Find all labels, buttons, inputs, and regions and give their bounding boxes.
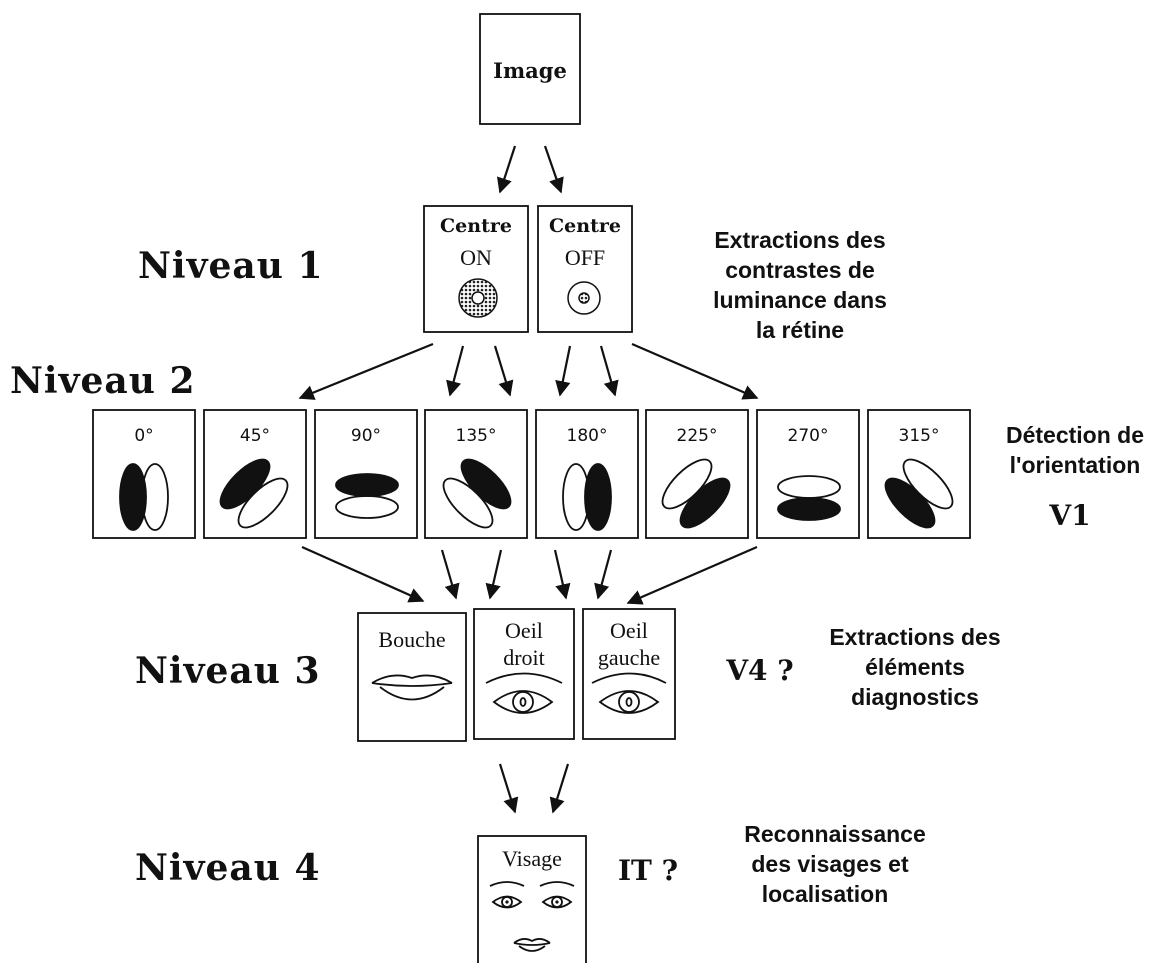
orientation-cell-315: 315° bbox=[867, 409, 971, 539]
center-on-line2: ON bbox=[460, 245, 492, 270]
level-3-desc-line-1: Extractions des bbox=[829, 624, 1000, 650]
orientation-label-180: 180° bbox=[567, 426, 608, 446]
level-2-desc-line-2: l'orientation bbox=[1010, 452, 1141, 478]
orientation-225-dark-lobe bbox=[679, 477, 731, 529]
orientation-cell-45: 45° bbox=[203, 409, 307, 539]
off-center-receptive-field-icon bbox=[567, 281, 601, 315]
orientation-cell-225: 225° bbox=[645, 409, 749, 539]
orientation-90-light-lobe bbox=[335, 495, 399, 519]
orientation-label-225: 225° bbox=[677, 426, 718, 446]
orientation-270-dark-lobe bbox=[777, 497, 841, 521]
arrow-l2-to-bouche bbox=[301, 545, 425, 603]
orientation-0-dark-lobe bbox=[119, 463, 147, 531]
feature-left-eye-line1: Oeil bbox=[610, 618, 648, 643]
feature-right-eye-line2: droit bbox=[503, 645, 545, 670]
arrow-l1-to-135a bbox=[446, 345, 465, 397]
orientation-cell-0: 0° bbox=[92, 409, 196, 539]
face-cell: Visage bbox=[477, 835, 587, 963]
center-off-line1: Centre bbox=[549, 215, 621, 237]
orientation-label-0: 0° bbox=[134, 426, 153, 446]
orientation-label-315: 315° bbox=[899, 426, 940, 446]
face-icon bbox=[489, 881, 575, 952]
orientation-cell-180: 180° bbox=[535, 409, 639, 539]
arrow-l1-to-0 bbox=[298, 342, 434, 400]
orientation-label-135: 135° bbox=[456, 426, 497, 446]
feature-right-eye-line1: Oeil bbox=[505, 618, 543, 643]
arrow-l2-to-oeil-droit-a bbox=[440, 549, 460, 600]
orientation-row: 0° 45° 90° 135° 180° bbox=[92, 409, 971, 539]
center-on-line1: Centre bbox=[440, 215, 512, 237]
arrow-l2-to-oeil-droit-b bbox=[485, 549, 503, 600]
mouth-icon bbox=[371, 674, 453, 701]
level-3-desc-line-3: diagnostics bbox=[851, 684, 979, 710]
orientation-90-dark-lobe bbox=[335, 473, 399, 497]
orientation-cell-90: 90° bbox=[314, 409, 418, 539]
arrow-l1-to-180b bbox=[599, 345, 619, 397]
level-1-desc-line-1: Extractions des bbox=[714, 227, 885, 253]
feature-mouth-cell: Bouche bbox=[357, 612, 467, 742]
level-4-description: Reconnaissance des visages et localisati… bbox=[744, 821, 926, 907]
level-4-desc-line-2: des visages et bbox=[751, 851, 909, 877]
arrow-l3-to-face-b bbox=[549, 763, 570, 814]
orientation-135-light-lobe bbox=[442, 477, 494, 529]
area-v1-label: V1 bbox=[1048, 499, 1090, 532]
feature-right-eye-cell: Oeil droit bbox=[473, 608, 575, 740]
level-1-label: Niveau 1 bbox=[138, 245, 324, 287]
arrow-image-to-off bbox=[543, 145, 564, 194]
left-eye-icon bbox=[591, 672, 667, 714]
face-label: Visage bbox=[502, 846, 562, 871]
arrow-l3-to-face-a bbox=[498, 763, 519, 814]
image-box: Image bbox=[479, 13, 581, 125]
orientation-45-light-lobe bbox=[237, 477, 289, 529]
orientation-0-light-lobe bbox=[141, 463, 169, 531]
center-on-cell: Centre ON bbox=[423, 205, 529, 333]
arrow-l2-to-oeil-gauche-b bbox=[594, 549, 613, 600]
level-4-desc-line-3: localisation bbox=[762, 881, 889, 907]
arrow-image-to-on bbox=[496, 145, 517, 194]
level-3-description: Extractions des éléments diagnostics bbox=[829, 624, 1000, 710]
level-1-desc-line-4: la rétine bbox=[756, 317, 844, 343]
feature-left-eye-line2: gauche bbox=[598, 645, 660, 670]
orientation-cell-135: 135° bbox=[424, 409, 528, 539]
level-2-label: Niveau 2 bbox=[10, 360, 196, 402]
arrow-l2-to-oeil-gauche-a bbox=[553, 549, 571, 600]
level-4-desc-line-1: Reconnaissance bbox=[744, 821, 926, 847]
level-1-desc-line-3: luminance dans bbox=[713, 287, 887, 313]
feature-left-eye-cell: Oeil gauche bbox=[582, 608, 676, 740]
arrow-l2-to-oeil-gauche-c bbox=[626, 545, 758, 605]
level-2-description: Détection de l'orientation bbox=[1006, 422, 1144, 478]
orientation-label-270: 270° bbox=[788, 426, 829, 446]
orientation-315-dark-lobe bbox=[884, 477, 936, 529]
orientation-label-90: 90° bbox=[351, 426, 381, 446]
area-it-label: IT ? bbox=[618, 854, 678, 887]
level-2-desc-line-1: Détection de bbox=[1006, 422, 1144, 448]
level-4-label: Niveau 4 bbox=[135, 847, 321, 889]
center-off-line2: OFF bbox=[565, 245, 605, 270]
arrow-l1-to-135b bbox=[493, 345, 514, 397]
arrow-l1-to-270 bbox=[631, 342, 759, 400]
level-1-desc-line-2: contrastes de bbox=[725, 257, 875, 283]
level-3-desc-line-2: éléments bbox=[865, 654, 965, 680]
image-box-label: Image bbox=[493, 58, 567, 83]
orientation-180-dark-lobe bbox=[584, 463, 612, 531]
orientation-label-45: 45° bbox=[240, 426, 270, 446]
on-center-receptive-field-icon bbox=[458, 278, 498, 318]
feature-mouth-label: Bouche bbox=[378, 627, 445, 652]
level-3-label: Niveau 3 bbox=[135, 650, 321, 692]
center-off-cell: Centre OFF bbox=[537, 205, 633, 333]
orientation-cell-270: 270° bbox=[756, 409, 860, 539]
area-v4-label: V4 ? bbox=[725, 654, 793, 687]
level-1-description: Extractions des contrastes de luminance … bbox=[713, 227, 887, 343]
arrow-l1-to-180a bbox=[555, 345, 572, 397]
right-eye-icon bbox=[485, 672, 563, 714]
